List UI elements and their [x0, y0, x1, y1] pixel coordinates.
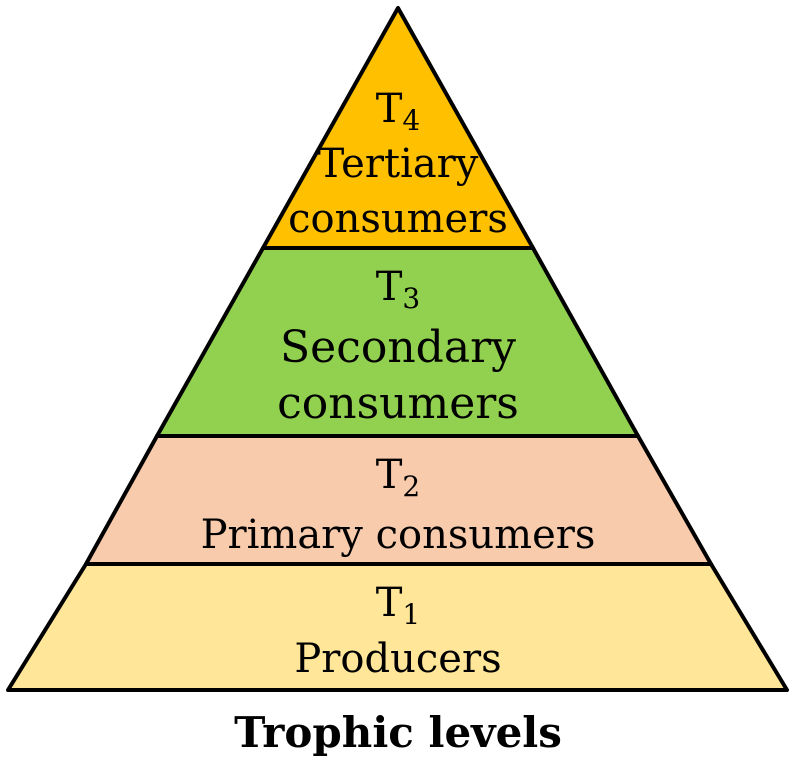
- level-t1-code: T1: [376, 580, 421, 631]
- level-t4-line-1: Tertiary: [318, 141, 479, 187]
- level-t1-band: [6, 562, 789, 692]
- diagram-title: Trophic levels: [234, 708, 562, 757]
- level-t4-line-2: consumers: [288, 196, 508, 242]
- level-t2-line-1: Primary consumers: [201, 512, 596, 558]
- level-t1-line-1: Producers: [294, 636, 501, 682]
- level-t3-line-1: Secondary: [280, 322, 516, 373]
- level-t4-code: T4: [376, 86, 421, 137]
- level-t3-code: T3: [376, 264, 421, 315]
- level-t2-code: T2: [376, 452, 421, 503]
- level-t3-line-2: consumers: [277, 378, 519, 429]
